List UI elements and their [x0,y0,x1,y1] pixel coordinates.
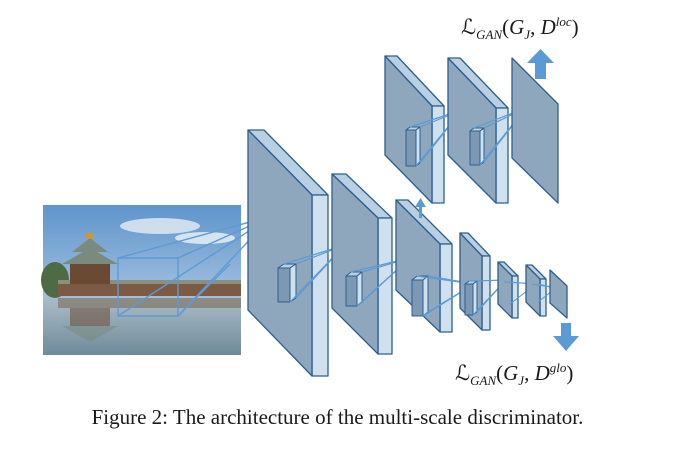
paren-open: ( [502,15,510,39]
comma: , [524,361,535,385]
global-loss-label: ℒGAN(GJ, Dglo) [455,360,573,389]
conv-layer-3 [395,199,453,333]
conv-layer-2 [331,173,393,355]
discriminator-symbol: D [540,15,556,39]
global-layer-2 [497,261,519,319]
generator-subscript: J [518,373,525,389]
global-output-arrow [553,323,579,351]
paren-open: ( [496,361,504,385]
kernel-1 [277,263,297,303]
local-output-arrow [527,49,554,79]
comma: , [530,15,541,39]
input-photo [41,205,241,355]
kernel-3 [411,275,429,317]
global-layer-3 [525,264,547,317]
local-output-layer [511,57,559,204]
branch-up-arrow [415,198,426,218]
conv-layer-1 [247,129,329,377]
script-l: ℒ [455,361,471,385]
local-kernel-2 [469,127,485,166]
figure-caption: Figure 2: The architecture of the multi-… [91,405,584,429]
global-output-layer [549,269,568,319]
local-kernel-1 [405,126,421,167]
loss-subscript: GAN [470,373,497,389]
generator-symbol: G [503,361,519,385]
paren-close: ) [571,15,579,39]
discriminator-superscript: glo [549,360,567,375]
discriminator-symbol: D [534,361,550,385]
generator-symbol: G [509,15,525,39]
discriminator-superscript: loc [555,14,572,29]
generator-subscript: J [524,27,531,43]
global-kernel-1 [464,280,478,316]
loss-subscript: GAN [476,27,503,43]
paren-close: ) [566,361,574,385]
kernel-2 [345,271,363,307]
discriminator-diagram [41,49,579,377]
script-l: ℒ [461,15,477,39]
local-loss-label: ℒGAN(GJ, Dloc) [461,14,579,43]
